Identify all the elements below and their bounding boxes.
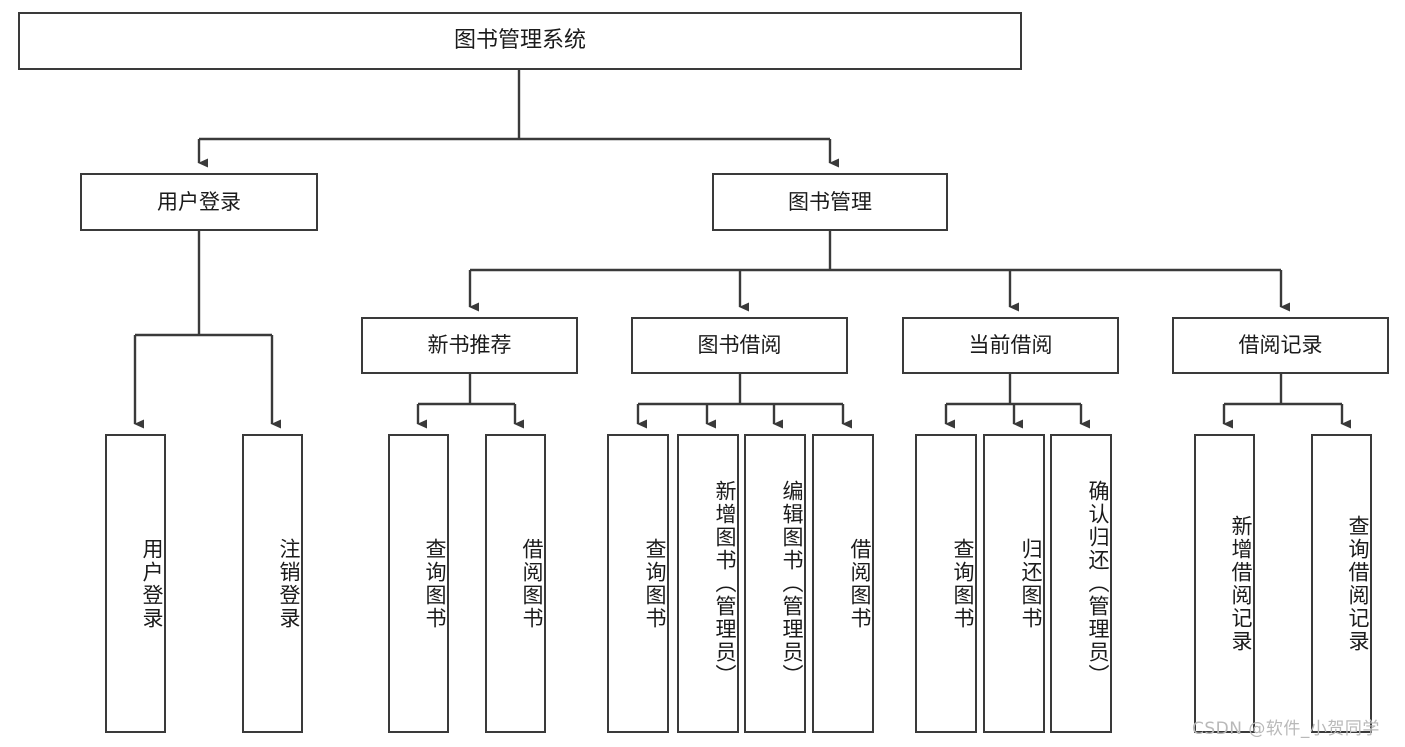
node-leaf-query-book-3[interactable]: 查询图书 [915,434,977,733]
node-label: 查询图书 [643,537,667,630]
node-label: 查询借阅记录 [1346,514,1370,653]
node-leaf-confirm-return[interactable]: 确认归还（管理员） [1050,434,1112,733]
node-leaf-query-book-2[interactable]: 查询图书 [607,434,669,733]
node-label: 借阅记录 [1238,333,1323,358]
node-label: 新增图书（管理员） [713,480,737,687]
node-label: 用户登录 [157,189,241,214]
node-user-login[interactable]: 用户登录 [80,173,318,231]
node-leaf-query-book-1[interactable]: 查询图书 [388,434,449,733]
node-label: 查询图书 [951,537,975,630]
node-label: 归还图书 [1019,537,1043,630]
node-label: 图书管理 [788,189,872,214]
node-label: 注销登录 [277,537,301,630]
node-label: 用户登录 [140,537,164,630]
node-leaf-user-login[interactable]: 用户登录 [105,434,166,733]
node-label: 编辑图书（管理员） [780,480,804,687]
node-leaf-add-book[interactable]: 新增图书（管理员） [677,434,739,733]
node-leaf-return-book[interactable]: 归还图书 [983,434,1045,733]
node-label: 确认归还（管理员） [1086,480,1110,687]
node-book-borrow[interactable]: 图书借阅 [631,317,848,374]
node-leaf-add-borrow-record[interactable]: 新增借阅记录 [1194,434,1255,733]
node-label: 借阅图书 [848,537,872,630]
node-label: 图书管理系统 [453,28,586,54]
node-book-manage[interactable]: 图书管理 [712,173,948,231]
node-current-borrow[interactable]: 当前借阅 [902,317,1119,374]
csdn-watermark: CSDN @软件_小贺同学 [1192,719,1380,739]
node-label: 图书借阅 [697,333,782,358]
node-leaf-query-borrow-record[interactable]: 查询借阅记录 [1311,434,1372,733]
node-label: 当前借阅 [968,333,1053,358]
node-label: 新书推荐 [427,333,512,358]
node-new-book-recommend[interactable]: 新书推荐 [361,317,578,374]
node-leaf-logout-login[interactable]: 注销登录 [242,434,303,733]
node-leaf-borrow-book-1[interactable]: 借阅图书 [485,434,546,733]
node-root-system[interactable]: 图书管理系统 [18,12,1022,70]
node-label: 借阅图书 [520,537,544,630]
node-label: 查询图书 [423,537,447,630]
node-leaf-edit-book[interactable]: 编辑图书（管理员） [744,434,806,733]
node-leaf-borrow-book-2[interactable]: 借阅图书 [812,434,874,733]
node-borrow-record[interactable]: 借阅记录 [1172,317,1389,374]
node-label: 新增借阅记录 [1229,514,1253,653]
